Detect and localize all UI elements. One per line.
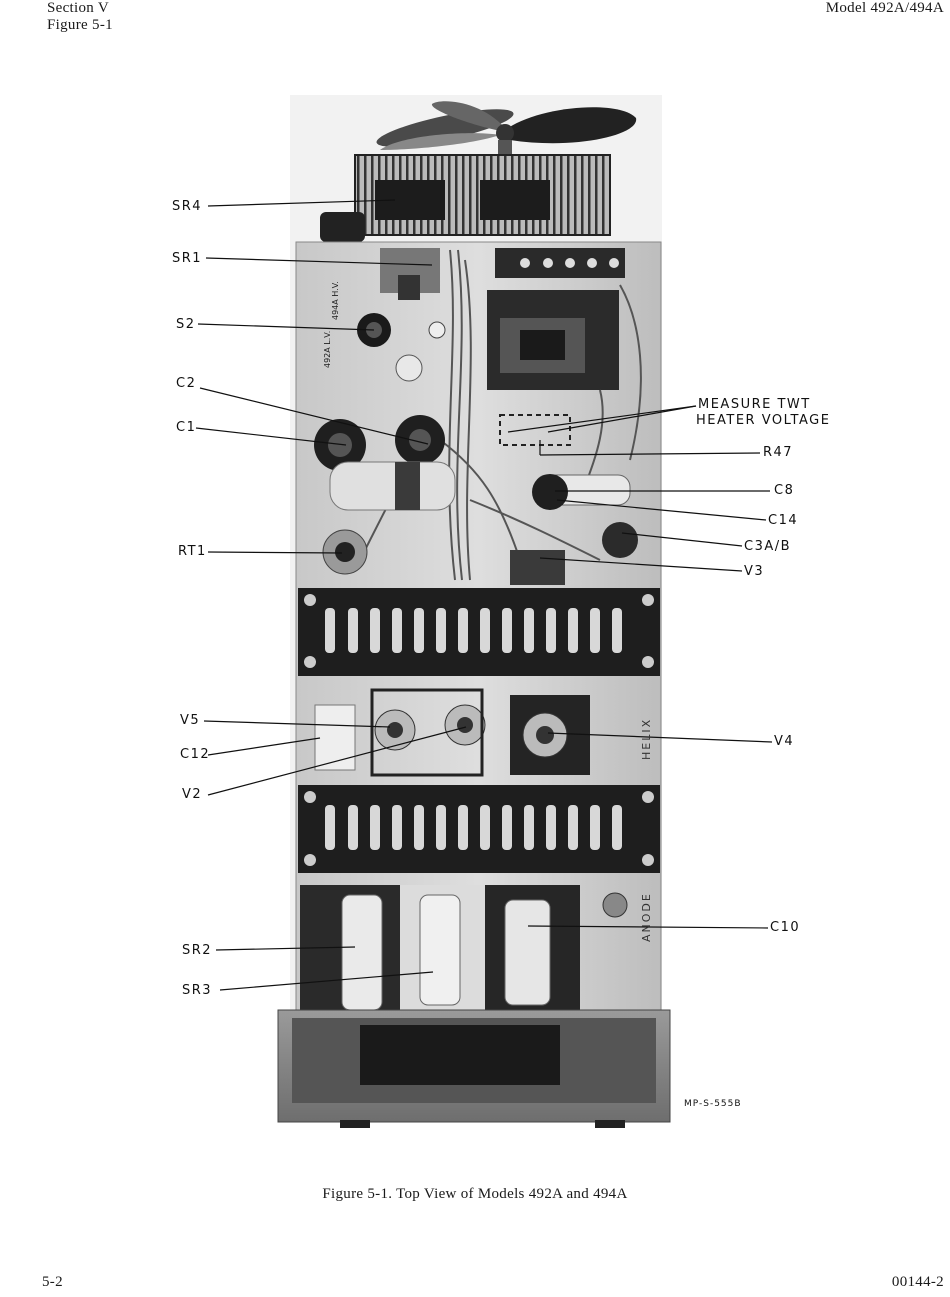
callout-c8: C8: [774, 483, 795, 498]
capacitor-c8: [532, 474, 631, 510]
callout-measure-twt: MEASURE TWT: [698, 397, 811, 412]
chassis-base: [277, 1009, 671, 1128]
callout-heater-voltage: HEATER VOLTAGE: [696, 413, 831, 428]
tube-v3: [510, 550, 565, 585]
callout-c1: C1: [176, 420, 197, 435]
callout-v2: V2: [182, 787, 203, 802]
callout-c14: C14: [768, 513, 799, 528]
header-left: Section V Figure 5-1: [47, 0, 113, 34]
panel-492a-label: 492A L.V.: [323, 331, 332, 368]
panel-494a-label: 494A H.V.: [331, 281, 340, 320]
resistor-board-2: [298, 785, 660, 873]
socket-rt1: [322, 529, 368, 575]
callout-sr1: SR1: [172, 251, 203, 266]
doc-number: 00144-2: [891, 1274, 944, 1290]
callout-r47: R47: [763, 445, 794, 460]
leader-lines: [195, 199, 773, 991]
model-label: Model 492A/494A: [825, 0, 944, 16]
callout-rt1: RT1: [178, 544, 207, 559]
callout-c3ab: C3A/B: [744, 539, 792, 554]
resistor-board-1: [298, 588, 660, 676]
callout-v3: V3: [744, 564, 765, 579]
capacitors-c1-c2: [314, 415, 456, 511]
anode-label: ANODE: [640, 892, 653, 942]
callout-c12: C12: [180, 747, 211, 762]
capacitor-c3ab: [602, 522, 638, 558]
terminal-strip: [495, 248, 625, 278]
r47-area: [499, 414, 571, 446]
photo-id: MP-S-555B: [684, 1099, 742, 1109]
header-right: Model 492A/494A: [826, 0, 944, 17]
section-label: Section V: [47, 0, 110, 16]
heatsink-sr4: [320, 154, 611, 242]
helix-label: HELIX: [640, 718, 653, 760]
callout-c10: C10: [770, 920, 801, 935]
page-number: 5-2: [42, 1274, 63, 1290]
sr1-bracket: [380, 248, 440, 300]
callout-s2: S2: [176, 317, 196, 332]
tube-sockets: [314, 688, 590, 777]
callout-v4: V4: [774, 734, 795, 749]
callout-sr4: SR4: [172, 199, 203, 214]
figure-ref-label: Figure 5-1: [47, 17, 113, 33]
callout-v5: V5: [180, 713, 201, 728]
transformer: [487, 290, 619, 390]
callout-sr3: SR3: [182, 983, 213, 998]
callout-sr2: SR2: [182, 943, 213, 958]
cooling-fan: [376, 101, 637, 165]
figure-caption: Figure 5-1. Top View of Models 492A and …: [322, 1186, 628, 1202]
callout-c2: C2: [176, 376, 197, 391]
